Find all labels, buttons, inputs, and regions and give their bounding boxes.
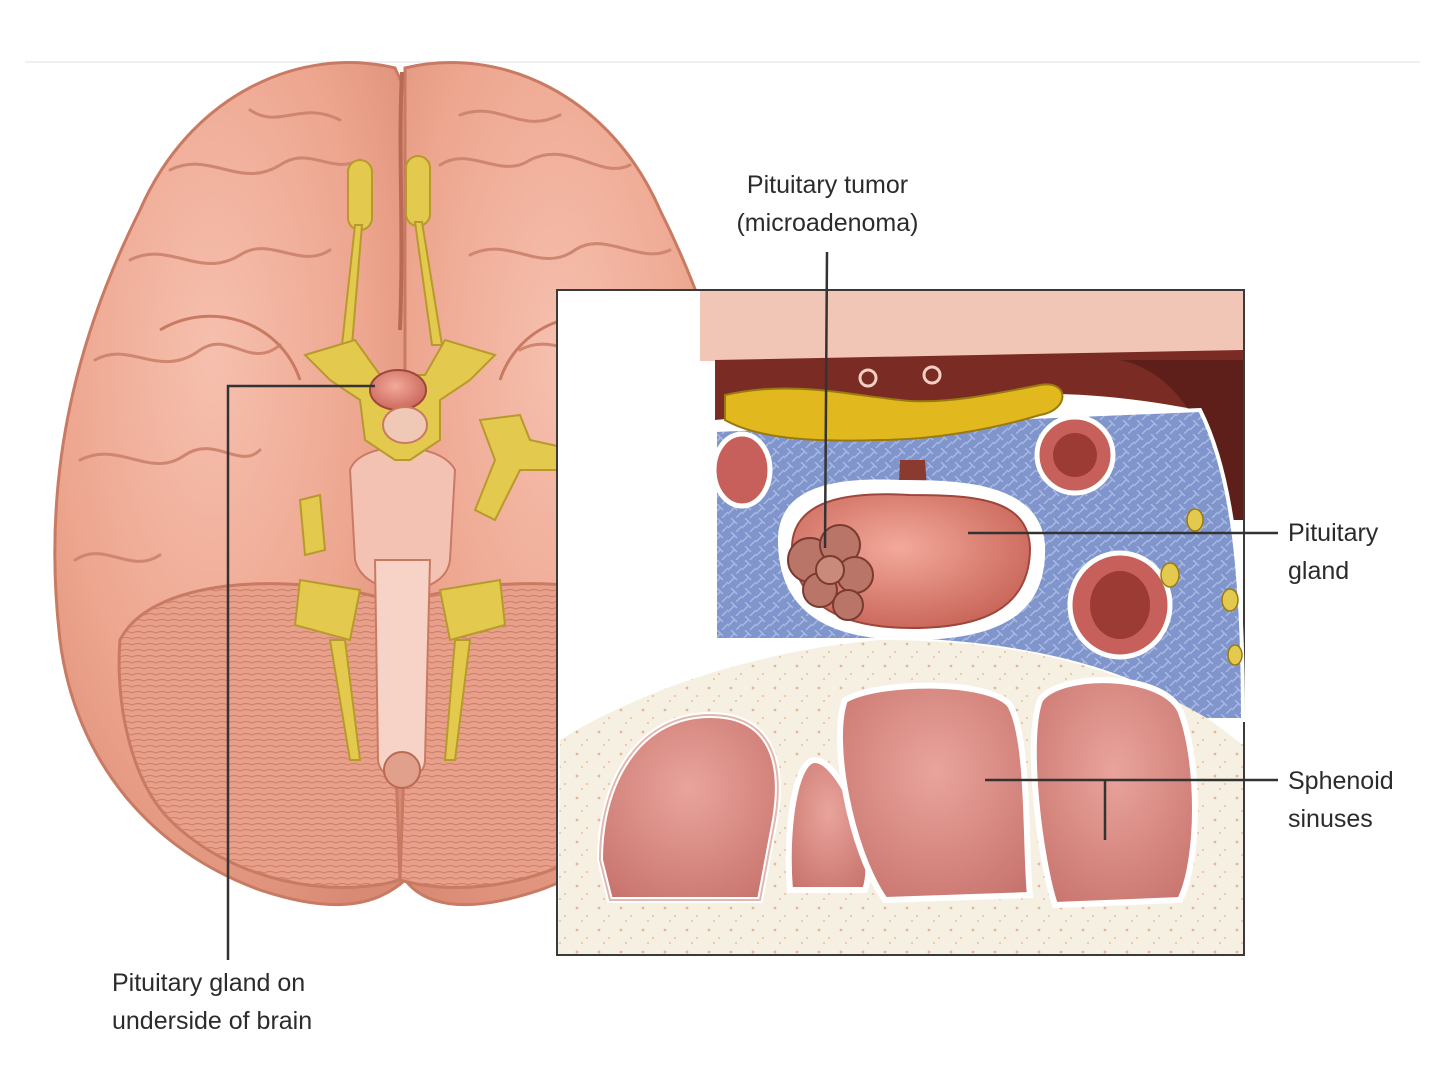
label-sphenoid-sinuses-line2: sinuses [1288, 805, 1373, 833]
leader-lines [226, 251, 1278, 960]
label-underside-of-brain-line1: Pituitary gland on [112, 969, 306, 997]
label-pituitary-gland-line2: gland [1288, 557, 1350, 585]
label-pituitary-gland: Pituitary gland [1288, 514, 1378, 590]
label-pituitary-tumor-line1: Pituitary tumor [746, 171, 909, 199]
tumor-cluster [787, 524, 874, 621]
label-underside-of-brain-line2: underside of brain [112, 1007, 313, 1035]
label-sphenoid-sinuses: Sphenoid sinuses [1288, 762, 1394, 838]
label-pituitary-tumor: Pituitary tumor (microadenoma) [700, 166, 955, 242]
label-sphenoid-sinuses-line1: Sphenoid [1288, 767, 1394, 795]
tumor-leader [823, 251, 829, 549]
label-pituitary-tumor-line2: (microadenoma) [736, 209, 919, 237]
label-pituitary-gland-line1: Pituitary [1288, 519, 1379, 547]
inset-cross-section [556, 289, 1246, 956]
label-underside-of-brain: Pituitary gland on underside of brain [112, 964, 312, 1040]
underside-leader [226, 384, 375, 960]
